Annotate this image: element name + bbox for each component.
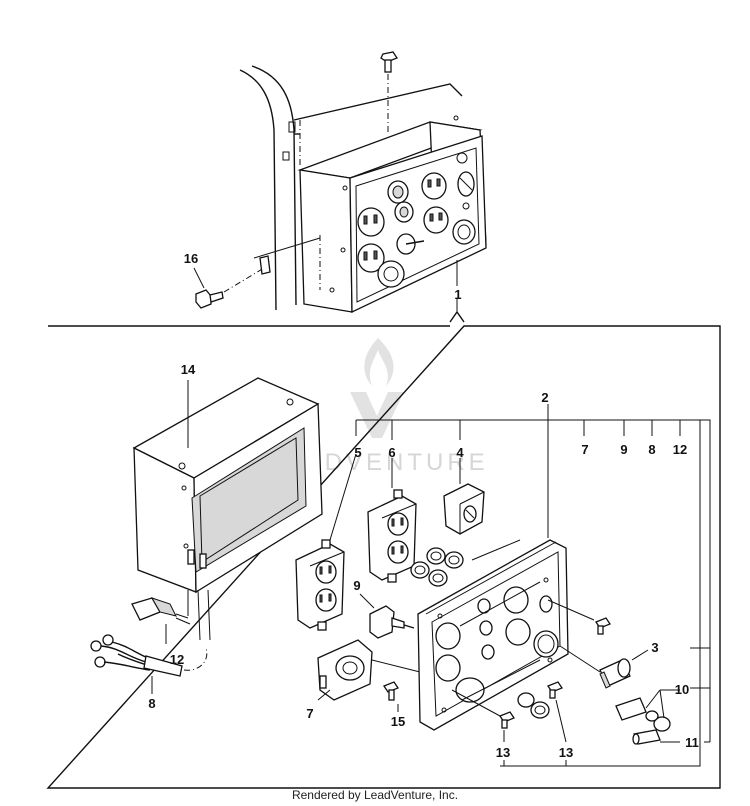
callout-7-top: 7 [581, 442, 588, 457]
connector-12 [131, 597, 191, 644]
callout-4: 4 [456, 445, 464, 460]
toggle-switch-9 [369, 605, 415, 639]
fuse-11 [632, 729, 680, 745]
housing-box-14 [132, 377, 323, 641]
v-mark-icon [350, 392, 404, 438]
callout-13-left: 13 [496, 745, 510, 760]
twist-lock-receptacle [377, 260, 405, 288]
twist-lock-receptacle-7 [317, 639, 421, 701]
grommets [410, 539, 521, 587]
callout-6: 6 [388, 445, 395, 460]
assembled-control-panel [297, 115, 487, 314]
receptacle-top-right [421, 172, 447, 200]
receptacle-mid-right [423, 206, 449, 234]
callout-11: 11 [685, 735, 699, 750]
callout-7: 7 [306, 706, 313, 721]
footer-credit: Rendered by LeadVenture, Inc. [291, 788, 459, 802]
callout-10: 10 [675, 682, 689, 697]
hour-meter-assembled [452, 219, 476, 245]
flame-icon [364, 338, 394, 386]
callout-13-right: 13 [559, 745, 573, 760]
wire-harness-8 [90, 634, 208, 694]
callout-5: 5 [354, 445, 361, 460]
callout-8-top: 8 [648, 442, 655, 457]
hour-meter-3 [559, 645, 631, 689]
circuit-breaker-4 [443, 483, 485, 535]
callout-8: 8 [148, 696, 155, 711]
receptacle-top-left [357, 207, 385, 237]
generator-frame [239, 65, 463, 311]
top-mounting-bolt [380, 51, 398, 134]
receptacle-mid-left [357, 243, 385, 273]
callout-1: 1 [454, 287, 461, 302]
callout-9-top: 9 [620, 442, 627, 457]
callout-15: 15 [391, 714, 405, 729]
fuse-holder-10 [615, 689, 680, 732]
callout-14: 14 [181, 362, 196, 377]
screw-15 [383, 681, 399, 701]
callout-12-top: 12 [673, 442, 687, 457]
callout-16: 16 [184, 251, 198, 266]
panel-screws [451, 599, 611, 729]
callout-12: 12 [170, 652, 184, 667]
toggle-switch-assembled [396, 233, 425, 255]
callout-2: 2 [541, 390, 548, 405]
duplex-receptacle-5 [295, 539, 345, 631]
breaker-lower [394, 201, 414, 223]
callout-9: 9 [353, 578, 360, 593]
front-panel-plate-2 [417, 539, 569, 731]
bolt-16 [195, 237, 321, 309]
duplex-receptacle-6 [367, 489, 417, 583]
breaker-upper [387, 180, 409, 204]
exploded-view-frame [46, 325, 721, 789]
fuse-holder-assembled [457, 171, 475, 197]
callout-3: 3 [651, 640, 658, 655]
